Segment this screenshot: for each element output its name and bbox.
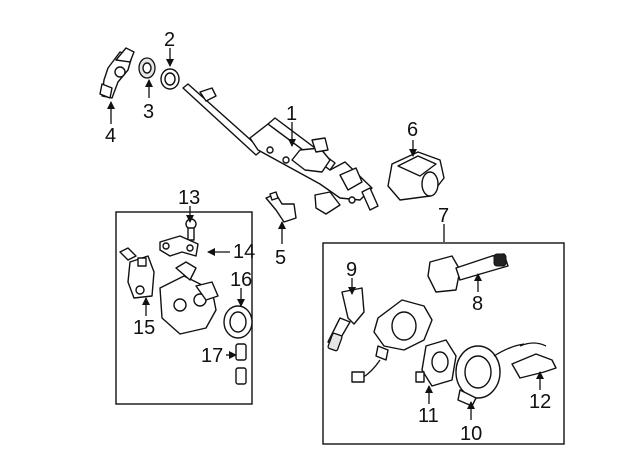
- callout-6: 6: [407, 119, 418, 141]
- callout-11: 11: [418, 405, 439, 427]
- switch-body-part: [351, 299, 433, 383]
- callout-labels: 1 2 3 4 5 6 7 8 9 10 11 12 13 14 15 16 1…: [105, 29, 551, 445]
- turn-signal-lever-part: [327, 287, 365, 352]
- combination-switch-group-box: [322, 242, 565, 445]
- callout-14: 14: [233, 241, 255, 263]
- callout-13: 13: [178, 187, 200, 209]
- switch-module-part: [415, 339, 457, 387]
- bearing-ring-part: [160, 68, 180, 90]
- callout-4: 4: [105, 125, 116, 147]
- clamp-part: [159, 235, 199, 257]
- callout-10: 10: [460, 423, 482, 445]
- wiper-switch-part: [427, 253, 509, 293]
- connector-bracket-part: [511, 342, 557, 379]
- callout-12: 12: [529, 391, 551, 413]
- callout-1: 1: [286, 103, 297, 125]
- callout-15: 15: [133, 317, 155, 339]
- lock-cylinder-part: [235, 343, 247, 385]
- universal-joint-part: [99, 47, 135, 99]
- callout-5: 5: [275, 247, 286, 269]
- lock-housing-part: [159, 261, 219, 335]
- steering-column-part: [182, 83, 379, 215]
- callout-2: 2: [164, 29, 175, 51]
- column-cover-part: [387, 151, 445, 201]
- clock-spring-part: [455, 343, 525, 407]
- bolt-part: [185, 218, 197, 241]
- callout-17: 17: [201, 345, 223, 367]
- callout-8: 8: [472, 293, 483, 315]
- ignition-lock-group-box: [115, 211, 253, 405]
- callout-16: 16: [230, 269, 252, 291]
- callout-7: 7: [438, 205, 449, 227]
- screw-part: [119, 247, 137, 261]
- column-bracket-part: [265, 191, 297, 223]
- transponder-ring-part: [223, 305, 253, 339]
- seal-part: [138, 57, 156, 79]
- callout-9: 9: [346, 259, 357, 281]
- ignition-switch-part: [127, 255, 155, 299]
- leader-lines: [107, 48, 544, 420]
- callout-3: 3: [143, 101, 154, 123]
